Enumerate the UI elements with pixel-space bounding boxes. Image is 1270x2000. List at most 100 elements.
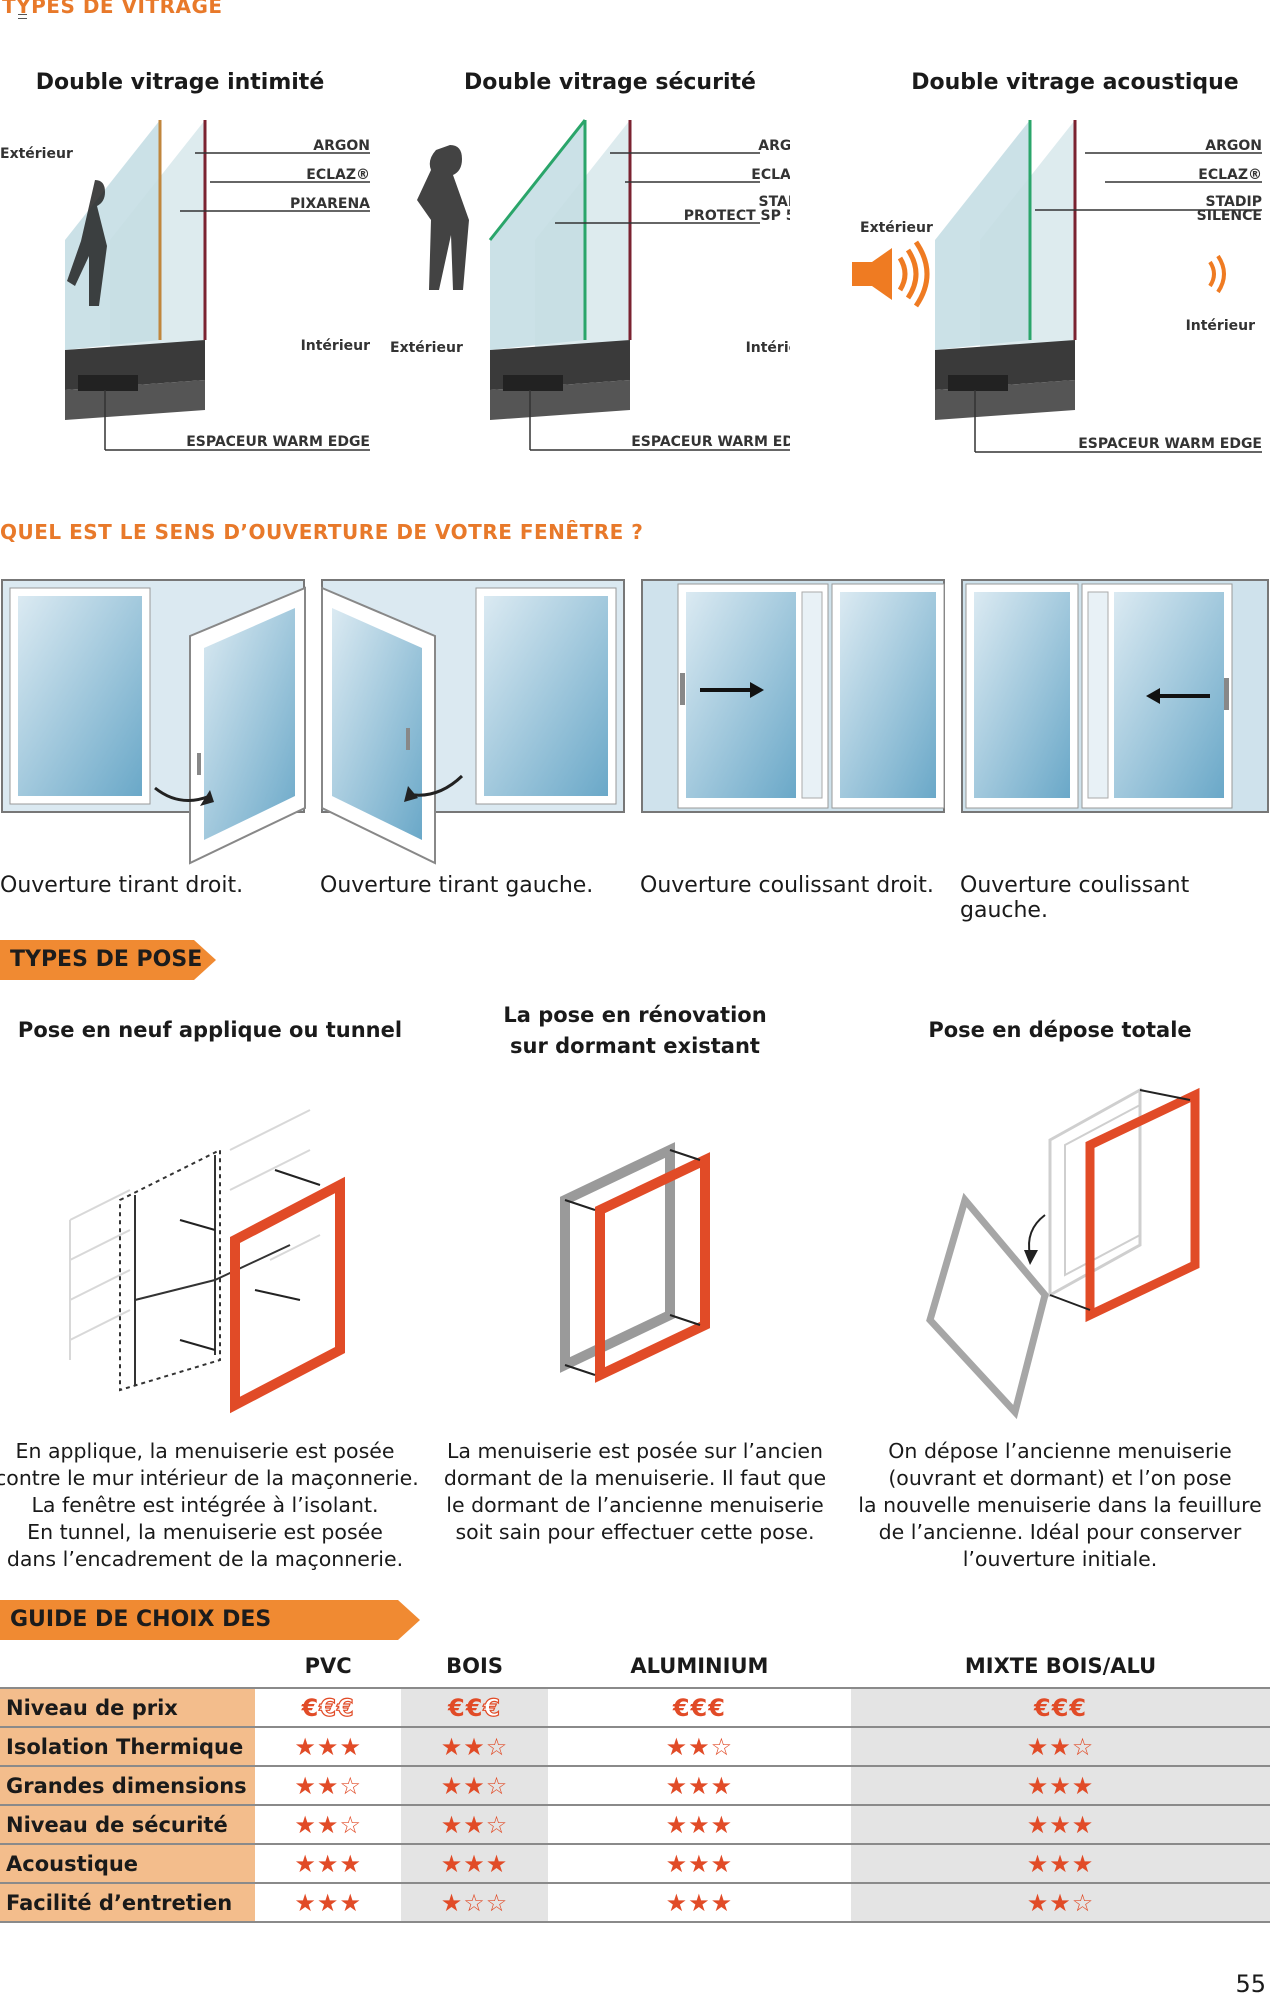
star-rating: ★★★ <box>1027 1850 1095 1878</box>
svg-text:STADIP: STADIP <box>1206 194 1262 210</box>
pose-desc-neuf: En applique, la menuiserie est posée con… <box>0 1439 419 1571</box>
star-filled-icon: ★ <box>688 1810 711 1839</box>
pose-neuf-figure <box>69 1109 345 1414</box>
star-filled-icon: ★ <box>1026 1732 1050 1761</box>
svg-text:Extérieur: Extérieur <box>390 340 463 356</box>
star-filled-icon: ★ <box>688 1732 711 1761</box>
vitrage-section-title: TYPES DE VITRAGE <box>2 0 223 18</box>
page-number: 55 <box>1235 1970 1266 1998</box>
star-filled-icon: ★ <box>339 1732 362 1761</box>
price-rating: €€€ <box>448 1693 502 1722</box>
star-filled-icon: ★ <box>1049 1771 1072 1800</box>
label-eclaz: ECLAZ® <box>306 167 370 183</box>
euro-filled-icon: € <box>1069 1693 1088 1722</box>
euro-outline-icon: € <box>336 1693 355 1722</box>
star-rating: ★★☆ <box>1027 1733 1095 1761</box>
euro-filled-icon: € <box>708 1693 726 1722</box>
star-filled-icon: ★ <box>440 1771 464 1800</box>
star-rating: ★★☆ <box>1027 1889 1095 1917</box>
star-rating: ★★★ <box>1027 1811 1095 1839</box>
star-filled-icon: ★ <box>1071 1810 1095 1839</box>
label-interieur: Intérieur <box>301 338 371 354</box>
window-coulissant-gauche-figure <box>961 579 1269 813</box>
euro-filled-icon: € <box>465 1693 484 1722</box>
speaker-icon <box>852 240 930 308</box>
euro-outline-icon: € <box>319 1693 338 1722</box>
col-mixte: MIXTE BOIS/ALU <box>964 1654 1157 1678</box>
star-filled-icon: ★ <box>665 1771 689 1800</box>
star-rating: ★★★ <box>666 1772 734 1800</box>
star-filled-icon: ★ <box>1049 1849 1072 1878</box>
star-filled-icon: ★ <box>1026 1849 1050 1878</box>
star-outline-icon: ☆ <box>1071 1888 1095 1917</box>
star-rating: ★★☆ <box>441 1733 509 1761</box>
svg-text:ESPACEUR WARM EDGE: ESPACEUR WARM EDGE <box>631 434 790 450</box>
star-outline-icon: ☆ <box>1071 1732 1095 1761</box>
row-label: Facilité d’entretien <box>0 1882 255 1923</box>
euro-filled-icon: € <box>1033 1693 1052 1722</box>
table-row: Grandes dimensions★★☆★★☆★★★★★★ <box>0 1765 1270 1805</box>
table-row: Niveau de sécurité★★☆★★☆★★★★★★ <box>0 1804 1270 1844</box>
pose-title-neuf: Pose en neuf applique ou tunnel <box>17 1018 403 1042</box>
svg-text:ECLAZ®: ECLAZ® <box>1198 167 1262 183</box>
star-filled-icon: ★ <box>688 1888 711 1917</box>
vitrage-title-acoustique: Double vitrage acoustique <box>911 70 1239 95</box>
caption-tirant-gauche: Ouverture tirant gauche. <box>320 873 594 898</box>
star-rating: ★★☆ <box>294 1772 362 1800</box>
window-tirant-droit-figure <box>1 579 306 865</box>
star-filled-icon: ★ <box>463 1771 486 1800</box>
star-filled-icon: ★ <box>463 1810 486 1839</box>
star-rating: ★★★ <box>441 1850 509 1878</box>
star-outline-icon: ☆ <box>463 1888 486 1917</box>
star-outline-icon: ☆ <box>485 1771 509 1800</box>
svg-text:SILENCE: SILENCE <box>1197 208 1262 224</box>
vitrage-title-intimite: Double vitrage intimité <box>35 70 325 95</box>
star-outline-icon: ☆ <box>485 1732 509 1761</box>
star-filled-icon: ★ <box>294 1810 317 1839</box>
star-filled-icon: ★ <box>316 1771 340 1800</box>
price-rating: €€€ <box>673 1694 726 1722</box>
star-filled-icon: ★ <box>710 1810 734 1839</box>
star-filled-icon: ★ <box>294 1888 317 1917</box>
euro-filled-icon: € <box>690 1693 709 1722</box>
glass-acoustique-figure: ARGON ECLAZ® STADIP SILENCE Extérieur In… <box>852 120 1262 453</box>
row-label: Niveau de prix <box>0 1687 255 1727</box>
pose-desc-renovation: La menuiserie est posée sur l’ancien dor… <box>443 1439 827 1544</box>
svg-text:ESPACEUR WARM EDGE: ESPACEUR WARM EDGE <box>1078 436 1262 452</box>
star-filled-icon: ★ <box>316 1888 340 1917</box>
star-filled-icon: ★ <box>294 1771 317 1800</box>
star-filled-icon: ★ <box>316 1849 340 1878</box>
pose-desc-depose: On dépose l’ancienne menuiserie (ouvrant… <box>858 1439 1262 1571</box>
star-filled-icon: ★ <box>665 1810 689 1839</box>
star-rating: ★★★ <box>294 1889 362 1917</box>
star-outline-icon: ☆ <box>339 1810 362 1839</box>
table-row: Isolation Thermique★★★★★☆★★☆★★☆ <box>0 1726 1270 1766</box>
svg-text:ECLAZ®: ECLAZ® <box>751 167 790 183</box>
table-row: Facilité d’entretien★★★★☆☆★★★★★☆ <box>0 1882 1270 1923</box>
star-filled-icon: ★ <box>440 1732 464 1761</box>
euro-filled-icon: € <box>1051 1693 1070 1722</box>
star-filled-icon: ★ <box>665 1888 689 1917</box>
pose-renovation-figure <box>560 1142 710 1383</box>
caption-coulissant-droit: Ouverture coulissant droit. <box>640 873 934 898</box>
euro-filled-icon: € <box>301 1693 320 1722</box>
svg-text:ARGON: ARGON <box>758 138 790 154</box>
glass-securite-figure: ARGON ECLAZ® STADIP PROTECT SP 510 Extér… <box>390 119 790 451</box>
star-filled-icon: ★ <box>710 1771 734 1800</box>
star-outline-icon: ☆ <box>485 1810 509 1839</box>
star-rating: ★★☆ <box>294 1811 362 1839</box>
star-rating: ★★☆ <box>441 1772 509 1800</box>
star-rating: ★★☆ <box>441 1811 509 1839</box>
star-filled-icon: ★ <box>440 1849 464 1878</box>
euro-outline-icon: € <box>483 1693 502 1722</box>
star-filled-icon: ★ <box>339 1849 362 1878</box>
caption-coulissant-gauche: Ouverture coulissant gauche. <box>960 873 1190 923</box>
table-row: Niveau de prix€€€€€€€€€€€€ <box>0 1687 1270 1727</box>
star-filled-icon: ★ <box>485 1849 509 1878</box>
svg-text:ARGON: ARGON <box>1205 138 1262 154</box>
star-rating: ★★★ <box>666 1850 734 1878</box>
star-filled-icon: ★ <box>316 1732 340 1761</box>
star-filled-icon: ★ <box>316 1810 340 1839</box>
row-label: Acoustique <box>0 1843 255 1883</box>
label-argon: ARGON <box>313 138 370 154</box>
